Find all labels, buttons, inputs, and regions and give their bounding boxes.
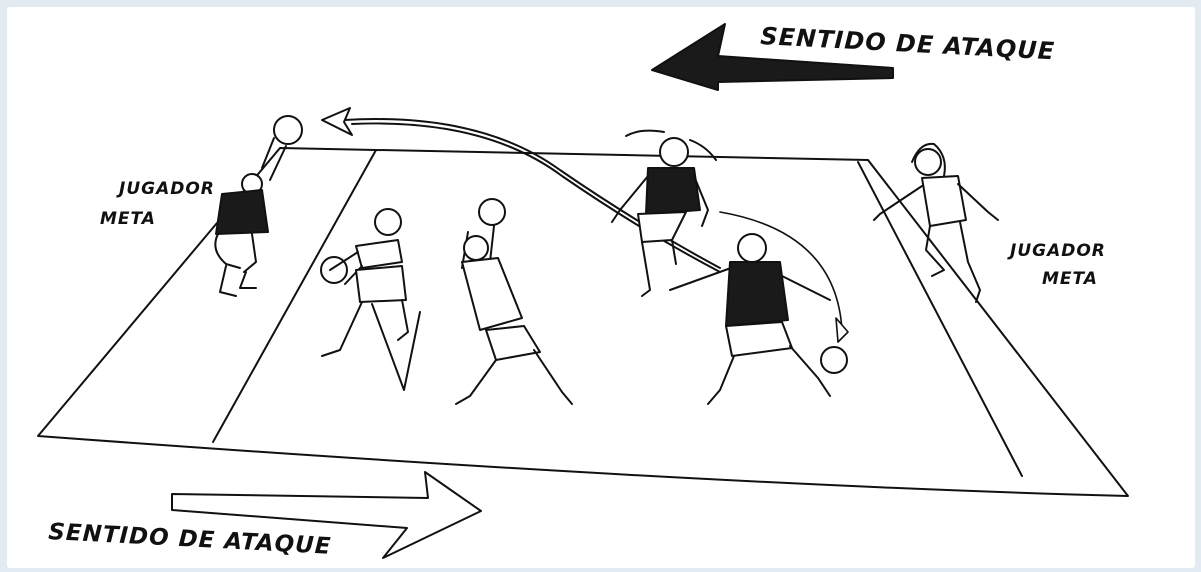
goal-player-left-label-line2: META [100,209,156,229]
ball [479,199,505,225]
jersey [216,190,268,234]
goal-player-left [215,116,302,296]
head [464,236,488,260]
head [660,138,688,166]
jersey [462,258,522,330]
ball [821,347,847,373]
head [375,209,401,235]
player-blocker [321,209,420,390]
ball [274,116,302,144]
pass-arrowhead [322,108,352,135]
attack-direction-top-label: SENTIDO DE ATAQUE [760,22,1056,65]
goal-player-right-label-line2: META [1042,269,1098,289]
player-shooter [456,199,572,404]
goal-player-right [874,144,998,302]
jersey [922,176,966,226]
goal-player-right-label-line1: JUGADOR [1007,241,1106,261]
attack-direction-bottom-label: SENTIDO DE ATAQUE [48,519,332,560]
court [38,148,1128,496]
court-outline [38,148,1128,496]
player-defender-bottom [670,212,848,404]
goal-player-left-label-line1: JUGADOR [116,179,215,199]
jersey [726,262,788,326]
head [915,149,941,175]
jersey [646,168,700,214]
head [738,234,766,262]
